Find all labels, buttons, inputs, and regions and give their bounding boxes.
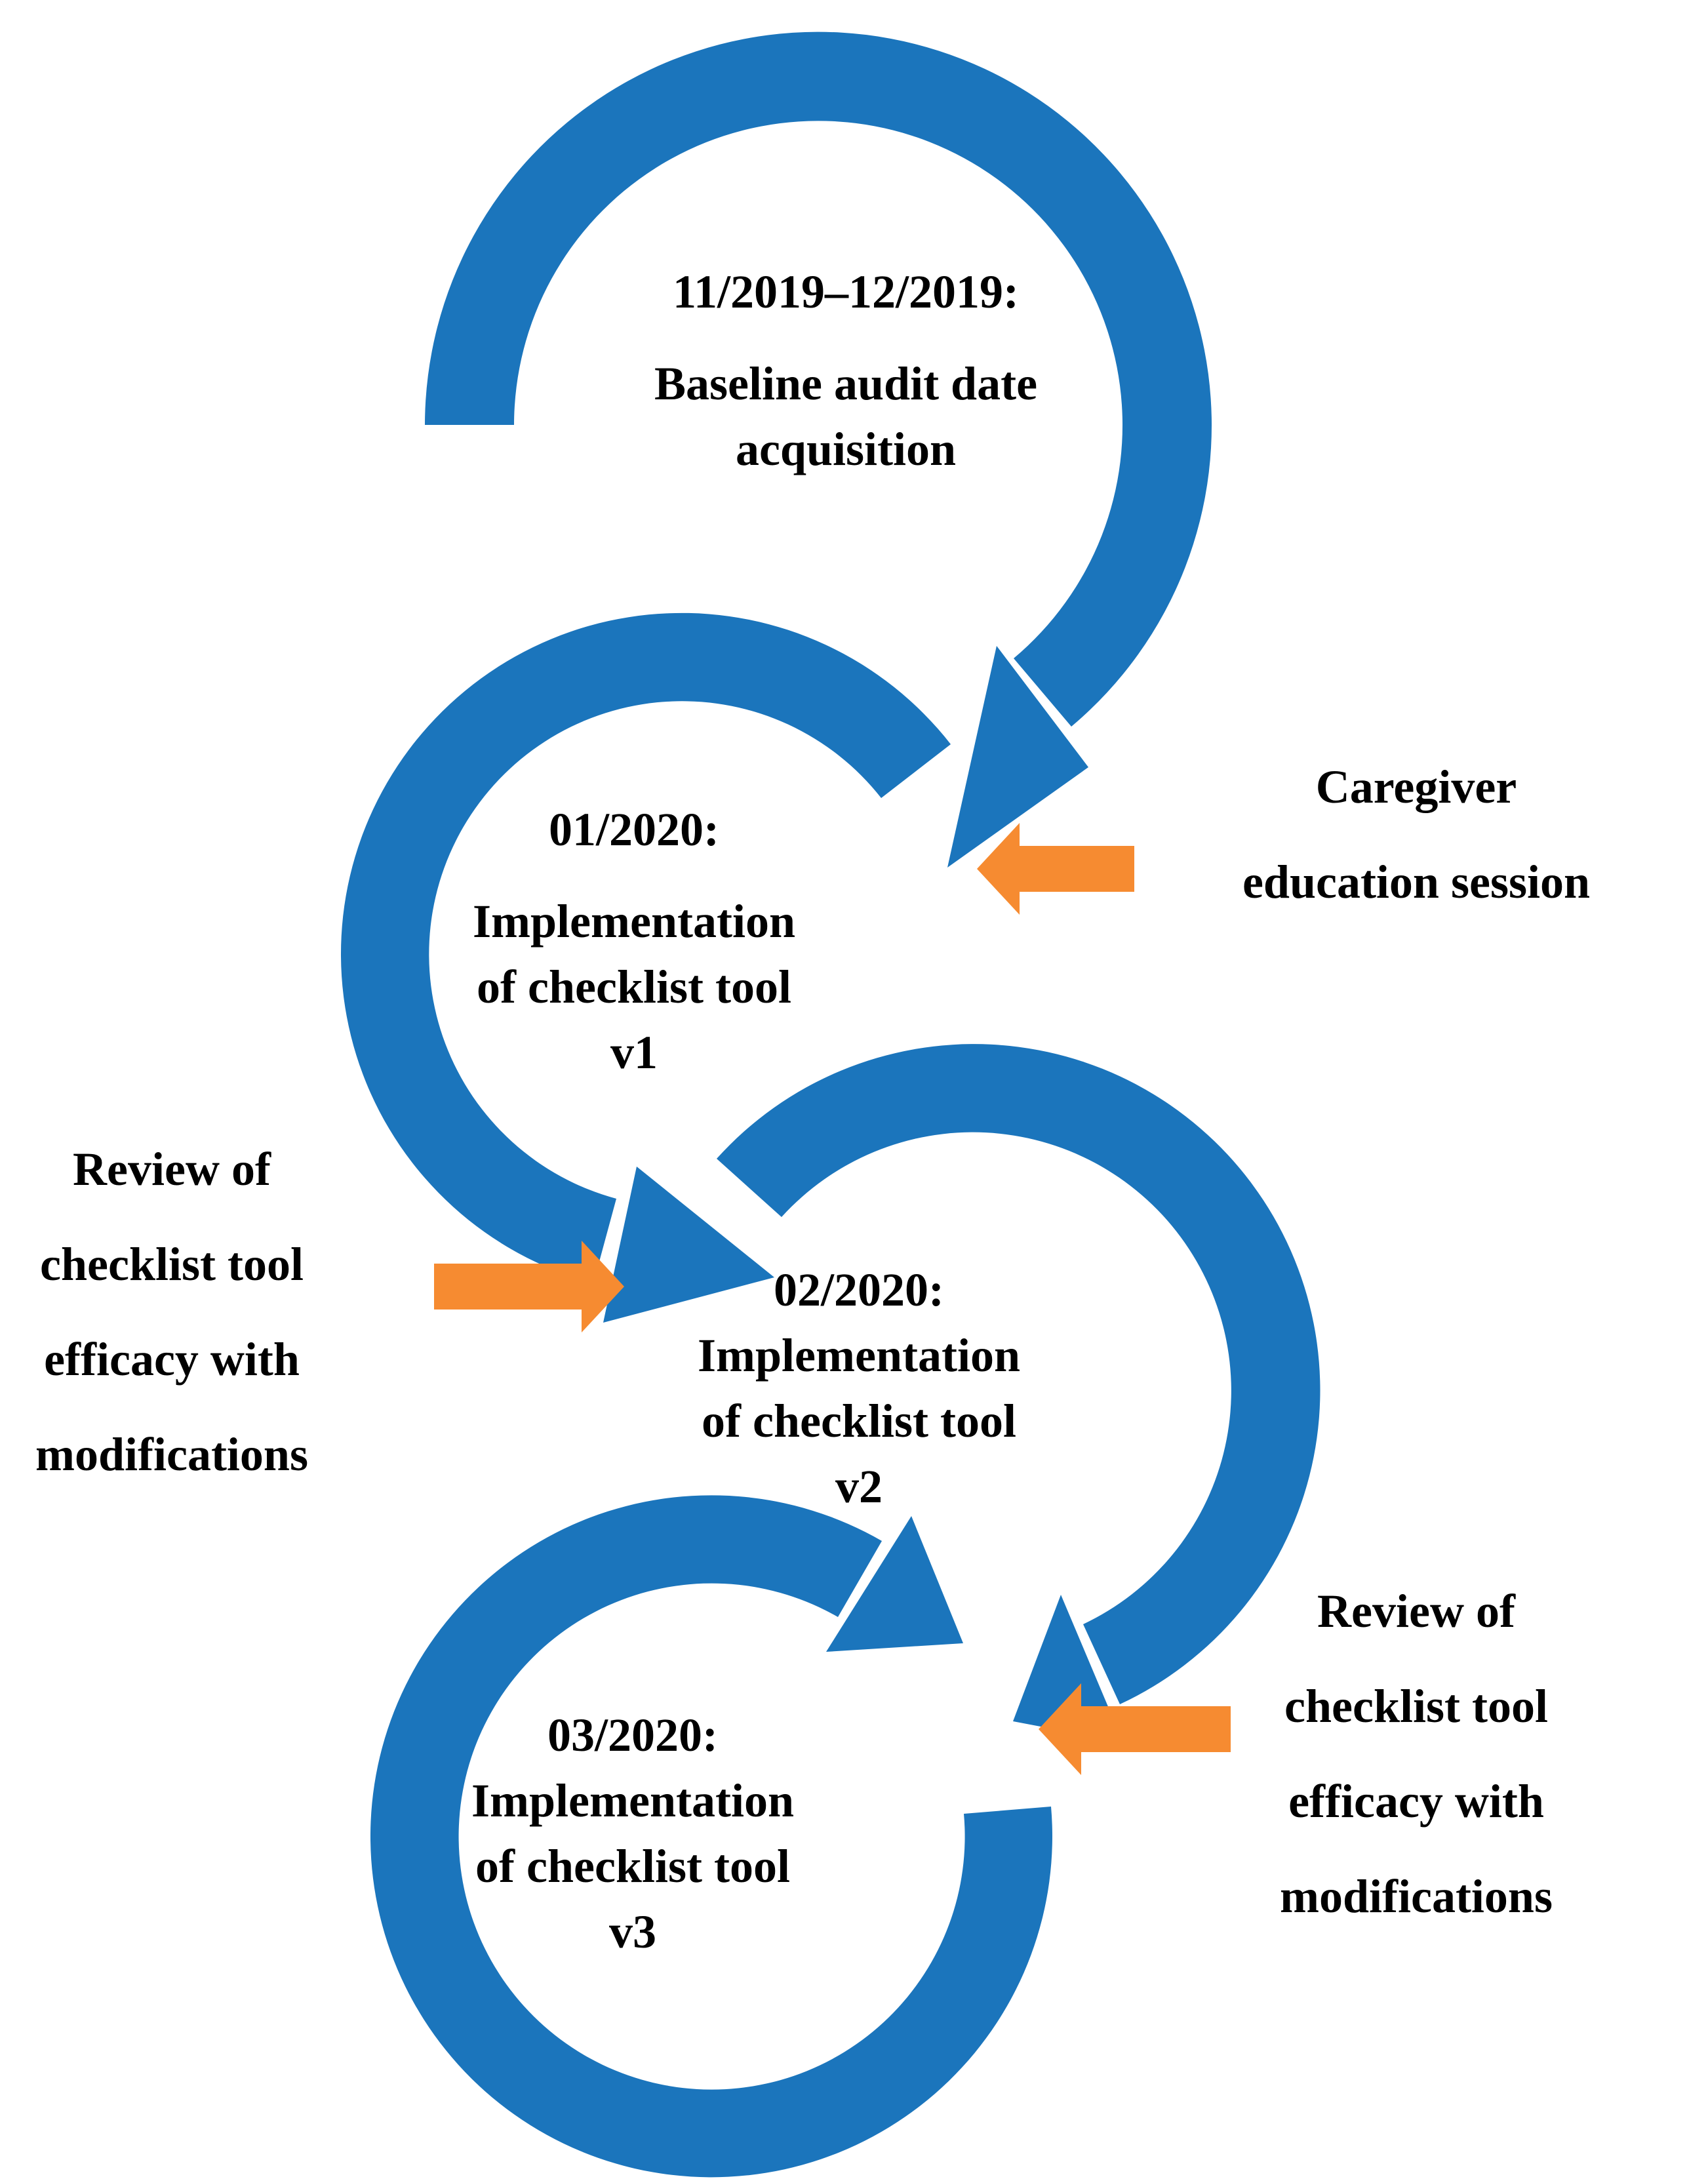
cycle-arrow-1-arrowhead-icon bbox=[947, 646, 1088, 868]
loop-1-date: 11/2019–12/2019: bbox=[672, 266, 1019, 318]
loop-2-line-1: Implementation bbox=[473, 895, 795, 948]
loop-4-line-3: v3 bbox=[608, 1906, 656, 1958]
review-right-line-3: efficacy with bbox=[1288, 1775, 1544, 1828]
review-right-line-2: checklist tool bbox=[1284, 1680, 1548, 1732]
loop-3-date: 02/2020: bbox=[774, 1264, 944, 1316]
loop-3-label: 02/2020: Implementation of checklist too… bbox=[698, 1257, 1020, 1519]
loop-3-line-2: of checklist tool bbox=[702, 1395, 1016, 1447]
review-arrow-left-icon bbox=[1039, 1683, 1231, 1775]
loop-1-line-1: Baseline audit date bbox=[654, 357, 1038, 410]
caregiver-session-label: Caregiver education session bbox=[1242, 740, 1590, 930]
loop-1-label: 11/2019–12/2019: Baseline audit date acq… bbox=[654, 259, 1037, 482]
review-left-line-4: modifications bbox=[35, 1428, 309, 1481]
loop-4-label: 03/2020: Implementation of checklist too… bbox=[471, 1702, 794, 1965]
review-left-line-2: checklist tool bbox=[40, 1238, 304, 1290]
review-label-right: Review of checklist tool efficacy with m… bbox=[1280, 1564, 1553, 1944]
cycle-arrow-4-arrowhead-icon bbox=[826, 1516, 963, 1652]
review-left-line-3: efficacy with bbox=[44, 1333, 300, 1386]
loop-1-line-2: acquisition bbox=[735, 423, 957, 475]
cycle-arrow-2-ring bbox=[340, 612, 951, 1283]
review-right-line-1: Review of bbox=[1317, 1585, 1515, 1637]
cycle-arrow-2 bbox=[340, 612, 951, 1323]
cycle-arrow-3-ring bbox=[717, 1044, 1321, 1704]
loop-4-date: 03/2020: bbox=[547, 1709, 718, 1761]
cycle-arrow-1 bbox=[425, 31, 1212, 868]
caregiver-session-line-1: Caregiver bbox=[1315, 761, 1517, 813]
loop-2-date: 01/2020: bbox=[549, 803, 719, 856]
cycle-arrow-3 bbox=[717, 1044, 1321, 1742]
loop-4-line-2: of checklist tool bbox=[475, 1840, 790, 1892]
cycle-arrow-1-ring bbox=[425, 31, 1212, 727]
loop-3-line-3: v2 bbox=[835, 1460, 883, 1513]
review-left-line-1: Review of bbox=[73, 1143, 271, 1195]
cycle-arrow-3-arrowhead-icon bbox=[1013, 1595, 1123, 1742]
loop-4-line-1: Implementation bbox=[471, 1774, 794, 1827]
cycle-arrow-2-arrowhead-icon bbox=[603, 1167, 774, 1323]
caregiver-session-line-2: education session bbox=[1242, 856, 1591, 908]
loop-2-line-3: v1 bbox=[610, 1026, 658, 1079]
loop-3-line-1: Implementation bbox=[698, 1329, 1020, 1382]
review-label-left: Review of checklist tool efficacy with m… bbox=[35, 1122, 308, 1502]
caregiver-arrow-left-icon bbox=[977, 823, 1134, 915]
loop-2-line-2: of checklist tool bbox=[477, 961, 791, 1013]
loop-2-label: 01/2020: Implementation of checklist too… bbox=[473, 797, 795, 1085]
review-arrow-right-icon bbox=[434, 1241, 624, 1332]
review-right-line-4: modifications bbox=[1279, 1870, 1553, 1923]
cycle-arrow-4 bbox=[370, 1495, 1052, 2178]
